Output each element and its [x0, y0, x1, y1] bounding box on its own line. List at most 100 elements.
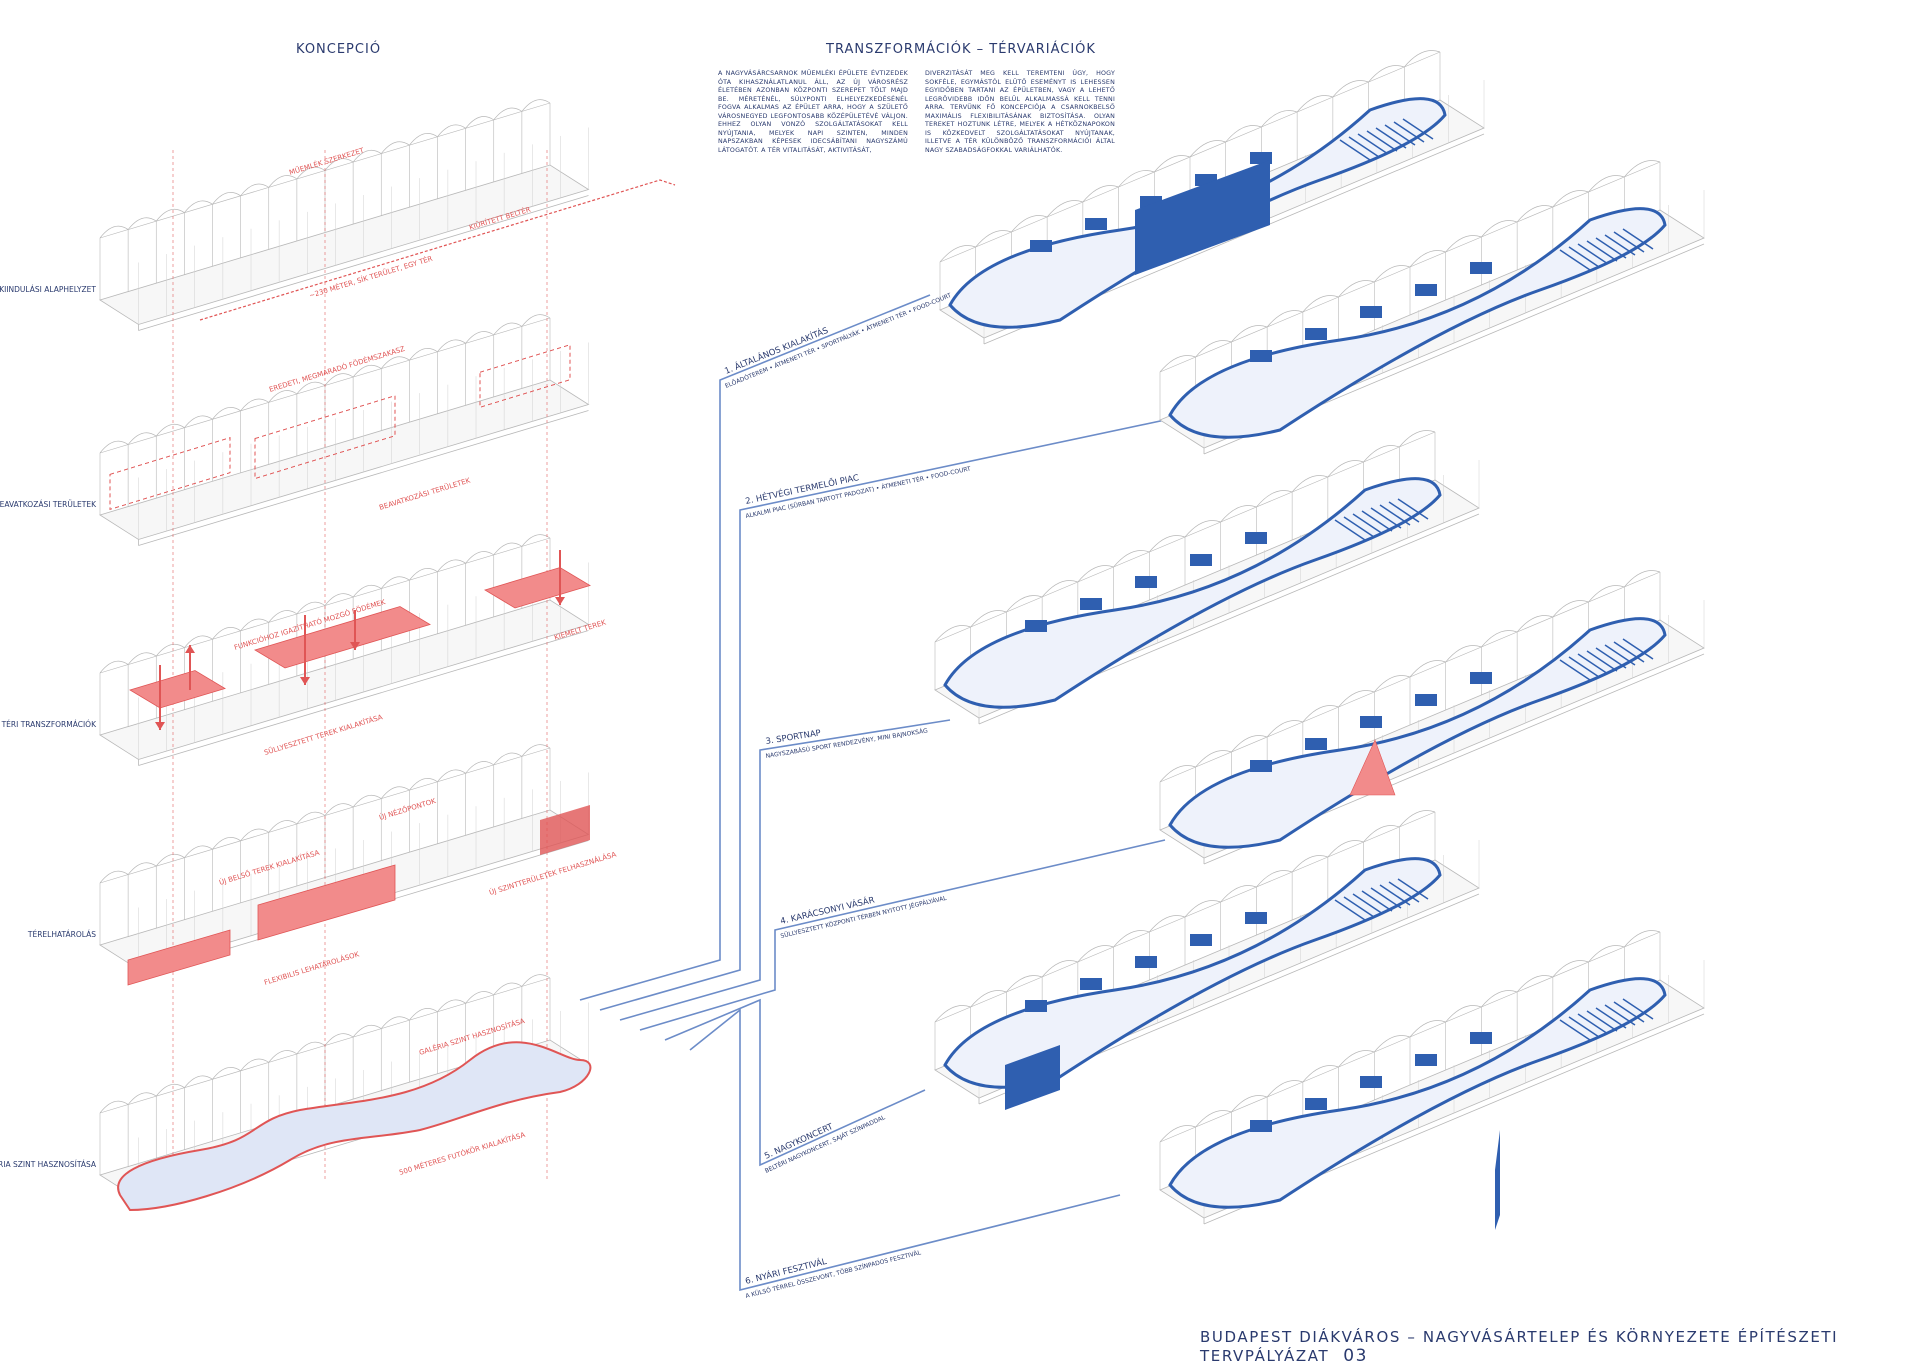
roof-arch	[268, 820, 298, 833]
stall-block	[1190, 554, 1212, 566]
roof-arch	[1082, 185, 1119, 203]
concept-note: ÚJ NÉZŐPONTOK	[378, 796, 437, 822]
roof-arch	[1220, 505, 1257, 523]
roof-arch	[1399, 810, 1436, 828]
roof-arch	[184, 415, 213, 428]
roof-arch	[212, 192, 241, 205]
roof-arch	[380, 141, 410, 154]
concept-note: ÚJ BELSŐ TEREK KIALAKÍTÁSA	[218, 848, 321, 887]
roof-arch	[268, 1050, 298, 1063]
roof-arch	[1409, 1020, 1446, 1038]
bleacher-row	[1613, 641, 1645, 663]
roof-arch	[1118, 170, 1155, 188]
roof-arch	[352, 149, 382, 163]
eave-line	[99, 747, 551, 884]
stall-block	[1415, 1054, 1437, 1066]
roof-arch	[1184, 900, 1221, 918]
roof-arch	[521, 974, 551, 987]
roof-arch	[493, 752, 523, 766]
bleacher-row	[1622, 998, 1654, 1020]
enclosure-box	[257, 864, 396, 941]
roof-arch	[1516, 615, 1553, 633]
roof-arch	[1195, 340, 1232, 358]
scenario-hall-3	[934, 430, 1480, 725]
connector-1	[579, 294, 931, 1001]
arrow-head	[155, 722, 165, 730]
roof-arch	[1113, 930, 1150, 948]
bleacher-row	[1595, 237, 1627, 259]
roof-arch	[409, 778, 438, 791]
stall-block	[1250, 152, 1272, 164]
roof-arch	[296, 1041, 326, 1055]
bleacher-row	[1577, 1013, 1609, 1035]
roof-arch	[1231, 325, 1268, 343]
bleacher-row	[1388, 501, 1420, 523]
roof-arch	[352, 1024, 382, 1038]
roof-arch	[1363, 825, 1400, 843]
roof-arch	[184, 200, 213, 213]
roof-arch	[1399, 430, 1436, 448]
roof-arch	[409, 1008, 438, 1021]
stall-block	[1415, 694, 1437, 706]
roof-arch	[268, 610, 298, 623]
roof-arch	[240, 828, 269, 842]
bleacher-row	[1375, 127, 1407, 149]
intervention-area	[254, 395, 396, 480]
roof-arch	[296, 811, 326, 825]
arrow-head	[350, 642, 360, 650]
arrow-head	[555, 597, 565, 605]
roof-arch	[970, 610, 1007, 628]
roof-arch	[939, 245, 976, 263]
roof-arch	[1077, 945, 1114, 963]
stall-block	[1245, 532, 1267, 544]
roof-arch	[493, 322, 523, 336]
bleacher-row	[1370, 507, 1402, 529]
scenario-hall-6	[1159, 930, 1705, 1225]
roof-arch	[184, 635, 213, 648]
scenario-hall-5	[934, 810, 1480, 1105]
roof-arch	[1588, 945, 1625, 963]
bleacher-row	[1613, 231, 1645, 253]
bleacher-row	[1559, 1019, 1591, 1041]
slab-edge	[138, 195, 589, 331]
level-label-2: BEAVATKOZÁSI TERÜLETEK	[0, 500, 97, 509]
roof-arch	[1006, 975, 1043, 993]
roof-arch	[1149, 535, 1186, 553]
bleacher-row	[1352, 893, 1384, 915]
concept-note: 500 MÉTERES FUTÓKÖR KIALAKÍTÁSA	[398, 1130, 526, 1177]
bleacher-row	[1586, 240, 1618, 262]
roof-arch	[1256, 490, 1293, 508]
stall-block	[1135, 576, 1157, 588]
roof-arch	[1302, 705, 1339, 723]
roof-arch	[465, 991, 494, 1004]
bleacher-row	[1604, 234, 1636, 256]
koncepcio-title: KONCEPCIÓ	[296, 42, 382, 57]
roof-arch	[975, 230, 1012, 248]
scenario-track	[943, 857, 1442, 1089]
roof-arch	[1332, 80, 1369, 98]
stall-block	[1030, 240, 1052, 252]
roof-arch	[1374, 1035, 1411, 1053]
scenario-connectors	[579, 294, 1166, 1292]
roof-arch	[1184, 520, 1221, 538]
roof-arch	[380, 356, 410, 369]
bleacher-row	[1388, 881, 1420, 903]
roof-arch	[1552, 960, 1589, 978]
roof-arch	[437, 999, 466, 1012]
bleacher-row	[1559, 249, 1591, 271]
roof-arch	[352, 364, 382, 378]
roof-arch	[437, 769, 466, 782]
bleacher-row	[1577, 243, 1609, 265]
eave-line	[99, 537, 551, 674]
roof-arch	[1327, 460, 1364, 478]
roof-arch	[127, 652, 157, 665]
roof-arch	[409, 133, 438, 146]
roof-arch	[1374, 675, 1411, 693]
roof-arch	[212, 627, 241, 640]
roof-arch	[240, 1058, 269, 1072]
roof-arch	[1552, 190, 1589, 208]
festival-stage	[1495, 1130, 1500, 1230]
stall-block	[1135, 956, 1157, 968]
roof-arch	[1159, 765, 1196, 783]
